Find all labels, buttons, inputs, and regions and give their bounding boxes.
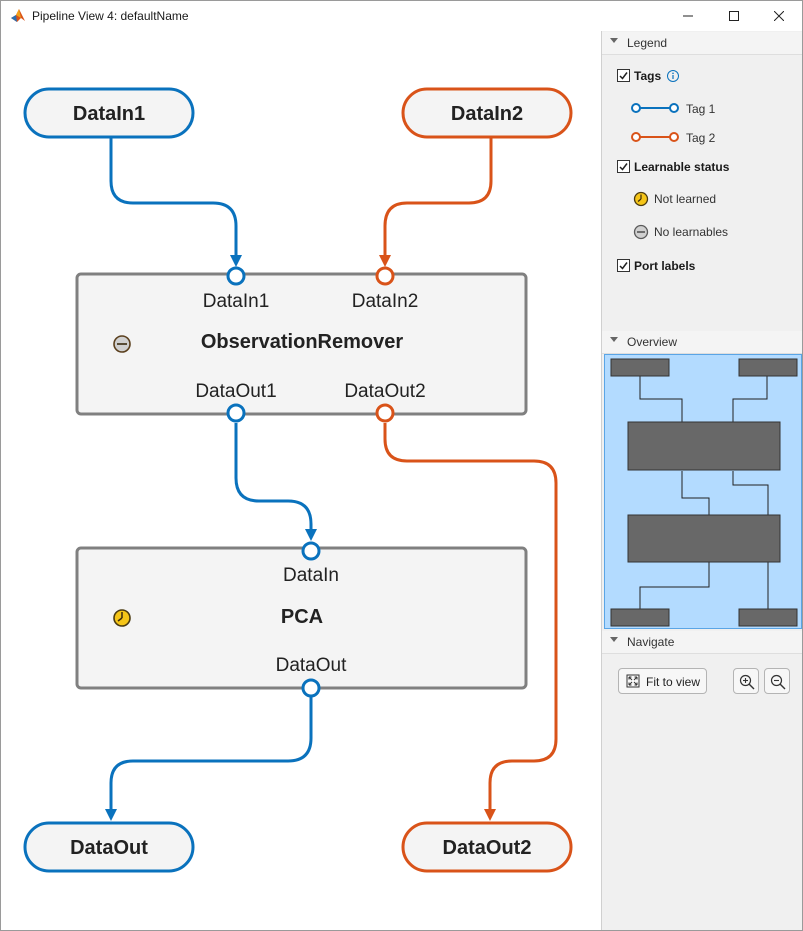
no-learnables-icon	[113, 335, 131, 353]
output-node-label: DataOut	[70, 837, 148, 859]
not-learned-icon	[633, 191, 649, 207]
side-panel: Legend Tags Tag 1 Tag 2 Learnable status	[601, 31, 802, 930]
overview-header-label: Overview	[627, 335, 678, 349]
port-observationremover-datain2[interactable]	[375, 266, 395, 286]
arrow-head	[305, 529, 317, 541]
port-observationremover-dataout2[interactable]	[375, 403, 395, 423]
component-observationremover[interactable]: DataIn1 DataIn2 ObservationRemover DataO…	[75, 272, 528, 416]
checkmark-icon	[619, 262, 628, 270]
output-node-dataout2[interactable]: DataOut2	[401, 821, 573, 873]
pipeline-canvas[interactable]: DataIn1 DataIn2 DataIn1 DataIn2 Observat…	[1, 31, 601, 930]
overview-block	[610, 608, 670, 627]
port-labels-checkbox[interactable]	[617, 259, 630, 272]
matlab-logo-icon	[11, 9, 25, 22]
checkmark-icon	[619, 163, 628, 171]
arrow-head	[379, 255, 391, 267]
port-observationremover-dataout1[interactable]	[226, 403, 246, 423]
info-icon[interactable]	[666, 69, 680, 83]
input-port-label: DataIn1	[203, 291, 270, 312]
learnable-status-checkbox[interactable]	[617, 160, 630, 173]
navigate-section-header[interactable]: Navigate	[602, 631, 802, 654]
tags-checkbox[interactable]	[617, 69, 630, 82]
output-node-dataout[interactable]: DataOut	[23, 821, 195, 873]
title-bar: Pipeline View 4: defaultName	[1, 1, 802, 31]
learnable-status-label: Learnable status	[634, 160, 730, 174]
maximize-icon	[729, 11, 739, 21]
overview-graph	[610, 358, 798, 627]
maximize-button[interactable]	[711, 1, 757, 31]
no-learnables-icon	[633, 224, 649, 240]
port-pca-datain[interactable]	[301, 541, 321, 561]
arrow-head	[484, 809, 496, 821]
not-learned-label: Not learned	[654, 192, 717, 206]
port-labels-label: Port labels	[634, 259, 696, 273]
tags-checkbox-label: Tags	[634, 69, 662, 83]
arrow-head	[105, 809, 117, 821]
output-port-label: DataOut2	[344, 381, 425, 402]
minimize-button[interactable]	[665, 1, 711, 31]
chevron-down-icon	[610, 337, 618, 342]
chevron-down-icon	[610, 38, 618, 43]
component-pca[interactable]: DataIn PCA DataOut	[75, 546, 528, 690]
legend-section-header[interactable]: Legend	[602, 32, 802, 55]
overview-block	[738, 358, 798, 377]
fit-to-view-icon	[626, 674, 640, 688]
output-node-label: DataOut2	[443, 837, 532, 859]
overview-minimap[interactable]	[604, 354, 802, 629]
connection-dataout1-to-pca[interactable]	[234, 423, 313, 534]
close-icon	[774, 11, 784, 21]
no-learnables-label: No learnables	[654, 225, 729, 239]
output-port-label: DataOut	[276, 655, 347, 676]
component-name: ObservationRemover	[201, 331, 404, 353]
input-port-label: DataIn	[283, 565, 339, 586]
legend-header-label: Legend	[627, 36, 668, 50]
overview-section-header[interactable]: Overview	[602, 331, 802, 354]
output-port-label: DataOut1	[195, 381, 276, 402]
zoom-out-button[interactable]	[764, 668, 790, 694]
not-learned-icon	[113, 609, 131, 627]
minimize-icon	[683, 15, 693, 17]
connection-pca-dataout[interactable]	[109, 696, 313, 813]
input-node-datain1[interactable]: DataIn1	[23, 87, 195, 139]
component-name: PCA	[281, 606, 323, 628]
pipeline-graph: DataIn1 DataIn2 DataIn1 DataIn2 Observat…	[23, 87, 573, 873]
connection-datain2[interactable]	[383, 137, 493, 261]
tag-1-line-icon	[631, 103, 679, 113]
port-observationremover-datain1[interactable]	[226, 266, 246, 286]
zoom-in-button[interactable]	[733, 668, 759, 694]
port-pca-dataout[interactable]	[301, 678, 321, 698]
zoom-out-icon	[770, 674, 786, 690]
navigate-header-label: Navigate	[627, 635, 675, 649]
overview-block	[738, 608, 798, 627]
input-node-label: DataIn1	[73, 103, 145, 125]
connection-dataout2[interactable]	[383, 423, 558, 813]
overview-block	[627, 421, 781, 471]
fit-to-view-button[interactable]: Fit to view	[618, 668, 707, 694]
tag-2-label: Tag 2	[686, 131, 716, 145]
fit-to-view-label: Fit to view	[646, 675, 701, 689]
tag-1-label: Tag 1	[686, 102, 716, 116]
chevron-down-icon	[610, 637, 618, 642]
input-node-datain2[interactable]: DataIn2	[401, 87, 573, 139]
checkmark-icon	[619, 72, 628, 80]
connection-datain1[interactable]	[109, 137, 238, 261]
overview-block	[610, 358, 670, 377]
input-port-label: DataIn2	[352, 291, 419, 312]
tag-2-line-icon	[631, 132, 679, 142]
input-node-label: DataIn2	[451, 103, 523, 125]
zoom-in-icon	[739, 674, 755, 690]
window-title: Pipeline View 4: defaultName	[32, 9, 189, 23]
arrow-head	[230, 255, 242, 267]
overview-block	[627, 514, 781, 563]
close-button[interactable]	[756, 1, 802, 31]
